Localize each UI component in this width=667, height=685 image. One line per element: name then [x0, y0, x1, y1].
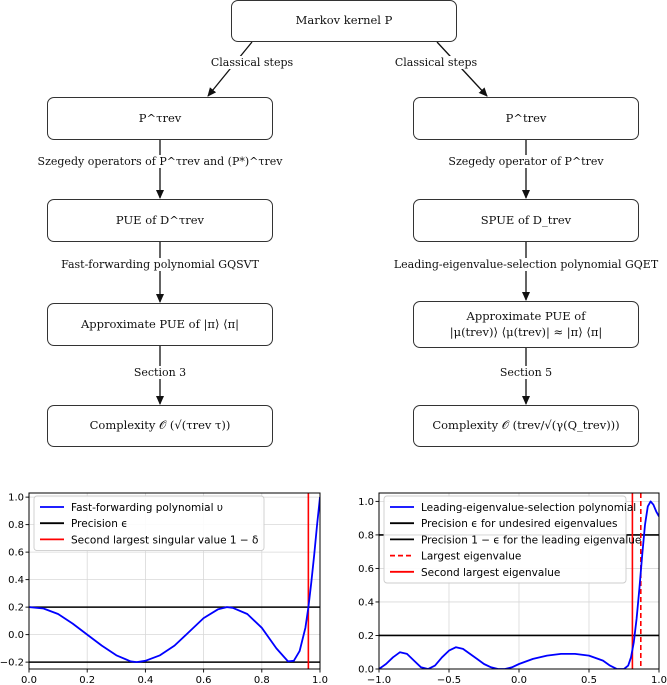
chart1-legend-label-0: Leading-eigenvalue-selection polynomial [421, 502, 636, 514]
chart1-ytick-label-5: 1.0 [358, 497, 374, 508]
edge-label-root-left: Classical steps [208, 56, 296, 69]
edge-label-r2-r3: Leading-eigenvalue-selection polynomial … [391, 258, 661, 271]
chart1-ytick-label-1: 0.2 [358, 631, 374, 642]
node-right-3: Approximate PUE of |μ(trev)⟩ ⟨μ(trev)| ≈… [413, 301, 639, 348]
chart0-legend-label-1: Precision ϵ [71, 518, 128, 530]
edge-label-l2-l3: Fast-forwarding polynomial GQSVT [59, 258, 261, 271]
chart1-ytick-label-2: 0.4 [358, 597, 374, 608]
edge-label-l1-l2: Szegedy operators of P^τrev and (P*)^τre… [35, 155, 285, 168]
node-right-4-label: Complexity 𝒪 (trev/√(γ(Q_trev))) [432, 418, 620, 433]
chart1-ytick-label-4: 0.8 [358, 530, 374, 541]
chart1-xtick-label-3: 0.5 [581, 675, 597, 685]
node-left-1: P^τrev [47, 97, 273, 140]
edge-label-r1-r2: Szegedy operator of P^trev [446, 155, 606, 168]
chart0-curve-0 [29, 497, 320, 663]
chart1-legend-label-4: Second largest eigenvalue [421, 567, 560, 579]
arrow-root-right [436, 41, 488, 97]
node-left-1-label: P^τrev [138, 110, 182, 125]
chart0-ytick-label-4: 0.6 [8, 548, 24, 559]
node-right-2-label: SPUE of D_trev [480, 212, 572, 227]
chart1-ytick-label-0: 0.0 [358, 665, 374, 676]
chart0-xtick-label-4: 0.8 [254, 675, 270, 685]
node-right-2: SPUE of D_trev [413, 199, 639, 242]
edge-label-r3-r4: Section 5 [497, 366, 555, 379]
node-markov-kernel-label: Markov kernel P [295, 13, 393, 28]
chart0-ytick-label-3: 0.4 [8, 575, 24, 586]
chart0-legend-frame [33, 495, 265, 552]
plot-leading-eigenvalue: −1.0 −0.5 0.0 0.5 1.0 0.0 0.2 0.4 0.6 0.8 1.0 Leadi… [358, 492, 667, 685]
chart0-ytick-label-2: 0.2 [8, 603, 24, 614]
chart0-ytick-label-1: 0.0 [8, 630, 24, 641]
chart1-xtick-label-1: −0.5 [437, 675, 461, 685]
chart0-ytick-label-5: 0.8 [8, 520, 24, 531]
edge-label-root-right: Classical steps [392, 56, 480, 69]
chart0-xtick-label-0: 0.0 [21, 675, 37, 685]
chart1-legend: Leading-eigenvalue-selection polynomialP… [383, 495, 641, 584]
chart0-legend: Fast-forwarding polynomial υ Precision ϵ S… [33, 495, 265, 552]
node-right-3-label-line1: Approximate PUE of [466, 308, 586, 323]
chart0-axes-frame [28, 492, 321, 670]
chart0-xtick-label-1: 0.2 [79, 675, 95, 685]
node-right-1-label: P^trev [505, 110, 547, 125]
chart1-xtick-label-2: 0.0 [511, 675, 527, 685]
chart1-legend-label-2: Precision 1 − ϵ for the leading eigenval… [421, 534, 641, 546]
plot-fast-forwarding: 0.0 0.2 0.4 0.6 0.8 1.0 −0.2 0.0 0.2 0.4 0.6 0.8 1.0… [0, 492, 328, 685]
node-right-1: P^trev [413, 97, 639, 140]
node-left-3: Approximate PUE of |π⟩ ⟨π| [47, 303, 273, 346]
chart0-ytick-label-6: 1.0 [8, 493, 24, 504]
node-left-2: PUE of D^τrev [47, 199, 273, 242]
node-left-3-label: Approximate PUE of |π⟩ ⟨π| [80, 316, 240, 331]
edge-label-l3-l4: Section 3 [131, 366, 189, 379]
chart0-ytick-label-0: −0.2 [0, 658, 24, 669]
chart1-legend-label-3: Largest eigenvalue [421, 551, 521, 563]
chart0-xtick-label-2: 0.4 [137, 675, 153, 685]
node-markov-kernel: Markov kernel P [231, 0, 457, 42]
node-right-3-label-line2: |μ(trev)⟩ ⟨μ(trev)| ≈ |π⟩ ⟨π| [449, 324, 603, 339]
node-left-4-label: Complexity 𝒪 (√(τrev τ)) [89, 418, 231, 433]
node-left-4: Complexity 𝒪 (√(τrev τ)) [47, 405, 273, 447]
node-left-2-label: PUE of D^τrev [115, 212, 205, 227]
chart1-legend-label-1: Precision ϵ for undesired eigenvalues [421, 518, 617, 530]
arrow-root-left [207, 41, 253, 97]
chart1-xtick-label-0: −1.0 [367, 675, 391, 685]
chart0-legend-label-2: Second largest singular value 1 − δ [71, 534, 258, 546]
chart1-legend-frame [383, 495, 627, 584]
chart1-xtick-label-4: 1.0 [651, 675, 667, 685]
chart0-xtick-label-3: 0.6 [196, 675, 212, 685]
node-right-4: Complexity 𝒪 (trev/√(γ(Q_trev))) [413, 405, 639, 447]
chart0-xtick-label-5: 1.0 [312, 675, 328, 685]
chart0-legend-label-0: Fast-forwarding polynomial υ [71, 502, 223, 514]
chart1-ytick-label-3: 0.6 [358, 564, 374, 575]
